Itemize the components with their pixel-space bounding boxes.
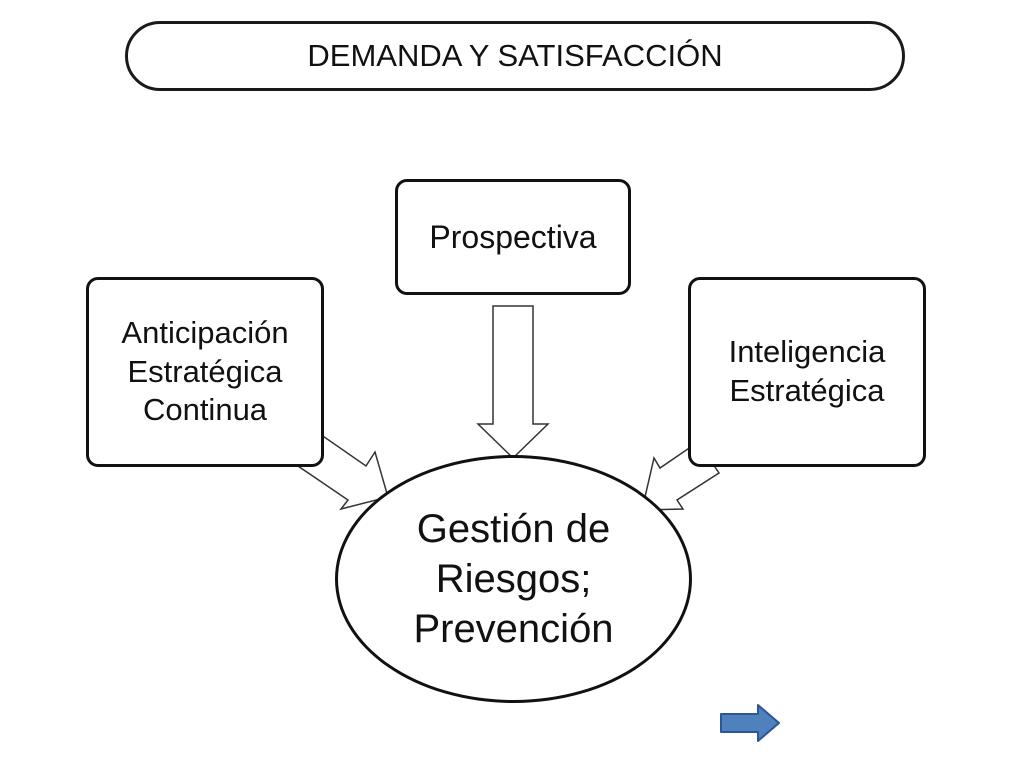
diagram-title-text: DEMANDA Y SATISFACCIÓN [307,38,723,73]
node-inteligencia-estrategica: Inteligencia Estratégica [688,277,926,467]
right-arrow-icon[interactable] [718,703,782,743]
node-prospectiva: Prospectiva [395,179,631,295]
node-anticipacion-estrategica-continua: Anticipación Estratégica Continua [86,277,324,467]
node-inteligencia-line: Estratégica [729,373,885,408]
arrow-prospectiva-to-center [476,305,550,460]
center-node-line: Riesgos; [435,557,592,601]
node-anticipacion-line: Continua [142,392,268,428]
node-inteligencia-line: Inteligencia [728,334,886,370]
center-node-line: Gestión de [416,507,611,551]
center-node-gestion-de-riesgos: Gestión de Riesgos; Prevención [335,455,692,703]
node-anticipacion-line: Estratégica [127,353,283,389]
center-node-line: Prevención [413,607,614,651]
diagram-title: DEMANDA Y SATISFACCIÓN [125,21,905,91]
node-prospectiva-line: Prospectiva [429,219,597,255]
node-anticipacion-line: Anticipación [121,314,289,350]
